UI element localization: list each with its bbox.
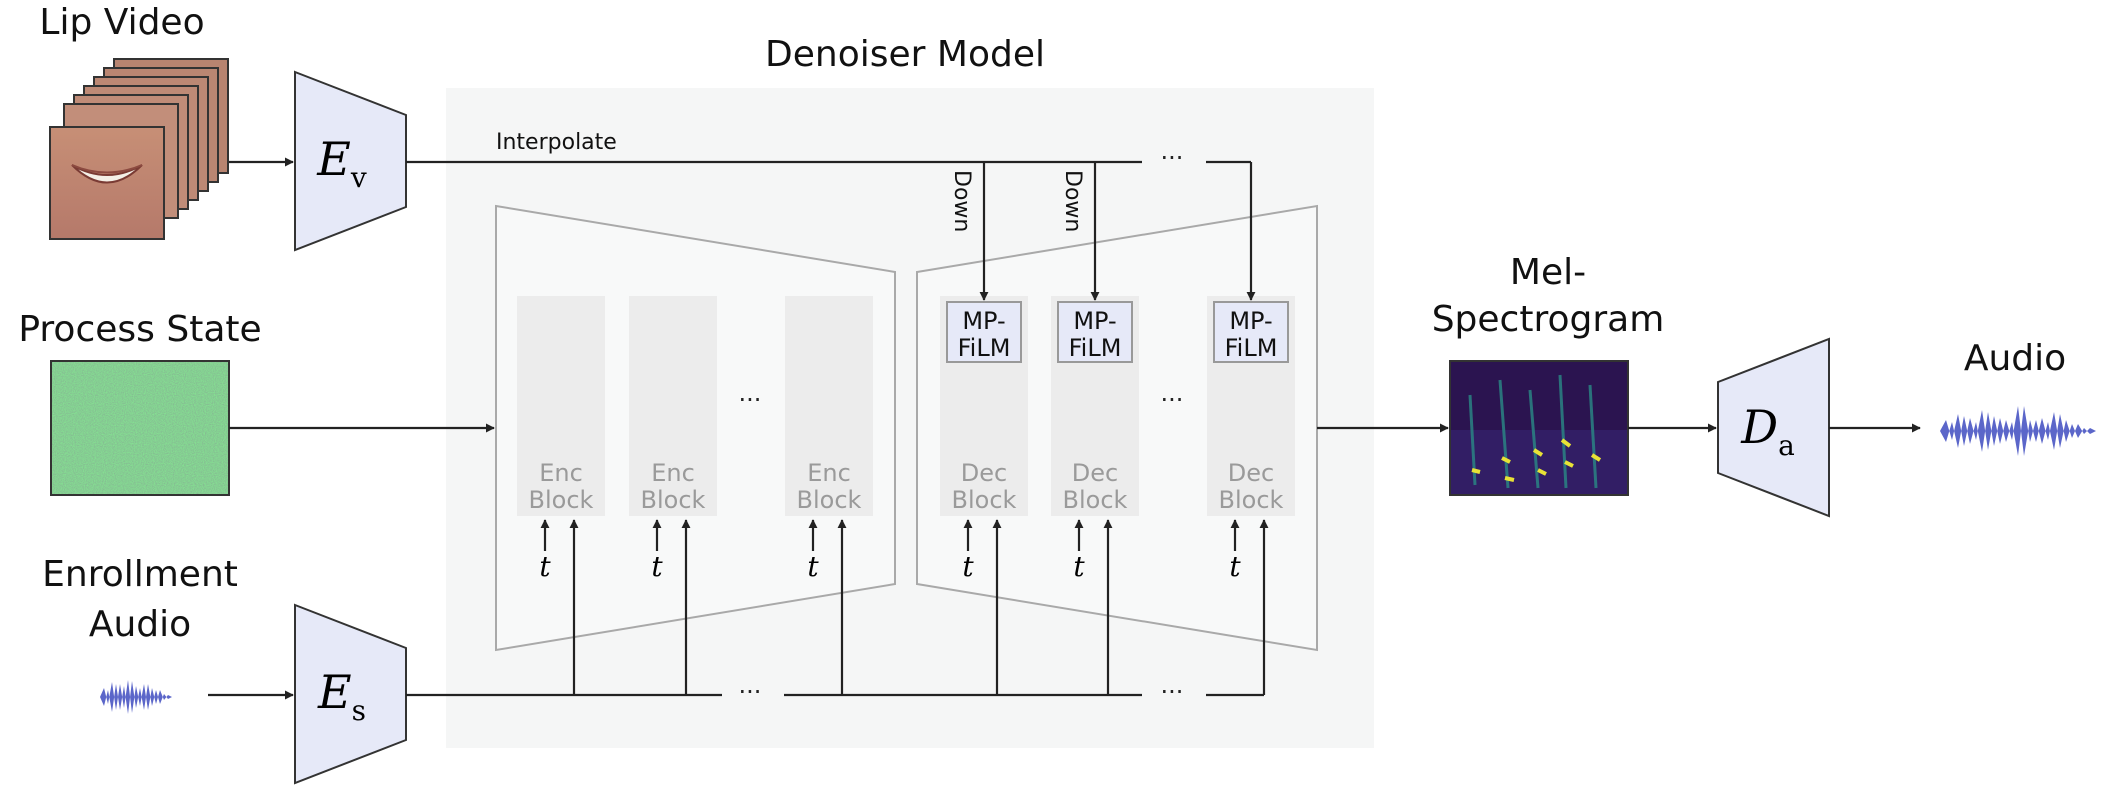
ellipsis-enc-blocks: ··· bbox=[739, 386, 762, 414]
mp-film-label-2-2: FiLM bbox=[1069, 334, 1122, 362]
enc-block-2-label-1: Enc bbox=[651, 459, 695, 487]
dec-block-1-label-1: Dec bbox=[961, 459, 1007, 487]
lip-video-frames bbox=[49, 58, 229, 240]
audio-output-label: Audio bbox=[1964, 338, 2066, 379]
ellipsis-enroll-2: ··· bbox=[1161, 678, 1184, 706]
enrollment-audio-label-line1: Enrollment bbox=[42, 554, 238, 595]
mp-film-label-3-2: FiLM bbox=[1225, 334, 1278, 362]
timestep-label-2: t bbox=[651, 550, 663, 583]
mp-film-label-2-1: MP- bbox=[1073, 307, 1116, 335]
mel-spectrogram-label-line2: Spectrogram bbox=[1432, 299, 1665, 340]
timestep-label-5: t bbox=[1073, 550, 1085, 583]
dec-block-3-label-1: Dec bbox=[1228, 459, 1274, 487]
edges bbox=[208, 157, 1921, 700]
timestep-label-4: t bbox=[962, 550, 974, 583]
denoiser-model-label: Denoiser Model bbox=[765, 34, 1045, 75]
video-encoder-label: Ev bbox=[316, 132, 367, 194]
enrollment-waveform bbox=[100, 680, 172, 714]
process-state-label: Process State bbox=[18, 309, 261, 350]
mel-spectrogram-image bbox=[1449, 360, 1629, 496]
output-waveform bbox=[1940, 406, 2096, 456]
enc-block-1-label-1: Enc bbox=[539, 459, 583, 487]
enrollment-audio-label-line2: Audio bbox=[89, 604, 191, 645]
dec-block-1-label-2: Block bbox=[952, 486, 1017, 514]
enc-block-3-label-2: Block bbox=[797, 486, 862, 514]
enc-block-1 bbox=[517, 296, 605, 516]
interpolate-label: Interpolate bbox=[496, 130, 617, 155]
enc-block-1-label-2: Block bbox=[529, 486, 594, 514]
timestep-label-1: t bbox=[539, 550, 551, 583]
dec-block-3-label-2: Block bbox=[1219, 486, 1284, 514]
ellipsis-interpolate: ··· bbox=[1161, 144, 1184, 172]
ellipsis-dec-blocks: ··· bbox=[1161, 386, 1184, 414]
enc-block-2 bbox=[629, 296, 717, 516]
speaker-encoder-block bbox=[294, 603, 407, 785]
dec-block-2-label-2: Block bbox=[1063, 486, 1128, 514]
unet-blocks: EncBlockEncBlockEncBlockDecBlockMP-FiLMD… bbox=[517, 296, 1295, 516]
audio-decoder-block bbox=[1717, 337, 1830, 518]
mp-film-label-3-1: MP- bbox=[1229, 307, 1272, 335]
mel-spectrogram-label-line1: Mel- bbox=[1510, 252, 1586, 293]
mp-film-box-2 bbox=[1057, 301, 1133, 363]
enc-block-3 bbox=[785, 296, 873, 516]
mp-film-box-1 bbox=[946, 301, 1022, 363]
speaker-encoder-label: Es bbox=[317, 665, 366, 727]
down-label-1: Down bbox=[949, 170, 974, 232]
dec-block-2-label-1: Dec bbox=[1072, 459, 1118, 487]
audio-decoder-label: Da bbox=[1740, 400, 1795, 462]
enc-block-2-label-2: Block bbox=[641, 486, 706, 514]
mp-film-label-1-2: FiLM bbox=[958, 334, 1011, 362]
timestep-label-3: t bbox=[807, 550, 819, 583]
video-encoder-block bbox=[294, 70, 407, 252]
mp-film-box-3 bbox=[1213, 301, 1289, 363]
timestep-label-6: t bbox=[1229, 550, 1241, 583]
mp-film-label-1-1: MP- bbox=[962, 307, 1005, 335]
lip-video-label: Lip Video bbox=[39, 2, 204, 43]
enc-block-3-label-1: Enc bbox=[807, 459, 851, 487]
ellipsis-enroll-1: ··· bbox=[739, 678, 762, 706]
down-label-2: Down bbox=[1060, 170, 1085, 232]
